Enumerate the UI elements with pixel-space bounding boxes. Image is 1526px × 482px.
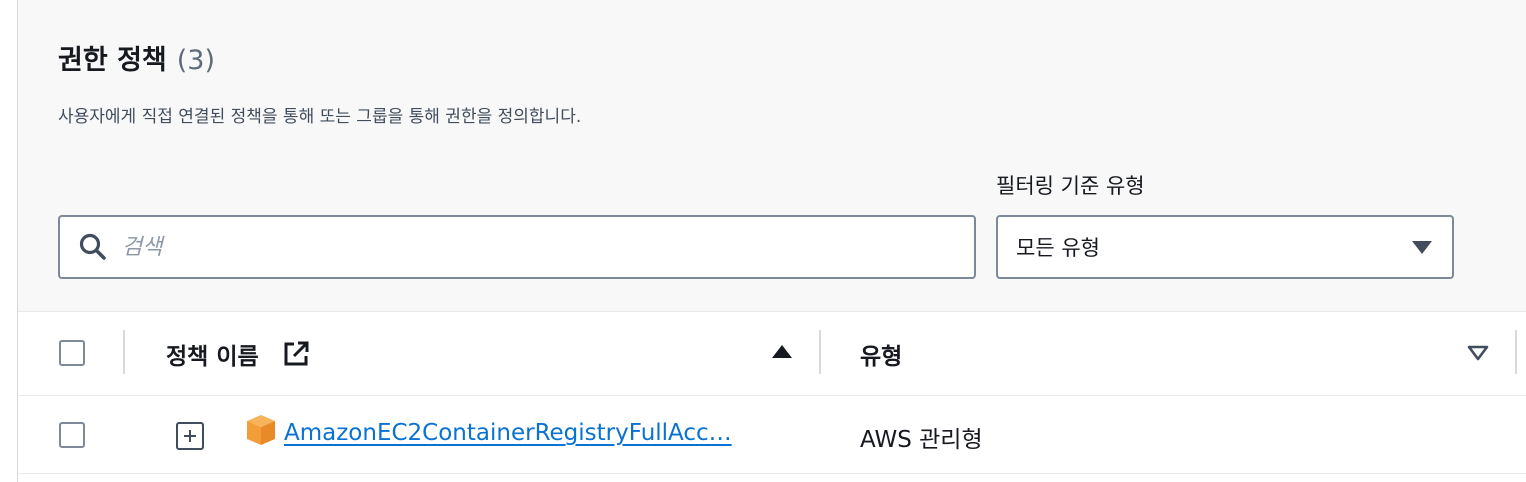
column-header-policy-name[interactable]: 정책 이름 xyxy=(166,312,818,396)
policy-count: (3) xyxy=(176,45,216,76)
table-header: 정책 이름 유형 xyxy=(18,312,1526,396)
filter-selected-value: 모든 유형 xyxy=(1016,236,1100,260)
section-title: 권한 정책 xyxy=(58,45,167,76)
search-icon xyxy=(78,232,108,262)
filter-type-select[interactable]: 모든 유형 xyxy=(996,215,1454,279)
column-label-policy-name: 정책 이름 xyxy=(166,344,259,370)
column-header-type[interactable]: 유형 xyxy=(860,312,1500,396)
filter-type-label: 필터링 기준 유형 xyxy=(996,174,1145,198)
title-row: 권한 정책 (3) xyxy=(58,38,215,77)
expand-row-icon[interactable] xyxy=(176,422,204,450)
column-divider xyxy=(123,330,125,374)
row-checkbox[interactable] xyxy=(59,422,85,448)
left-rail xyxy=(0,0,18,482)
caret-down-icon xyxy=(1412,240,1432,254)
column-divider xyxy=(819,330,821,374)
policy-type-cell: AWS 관리형 xyxy=(860,427,983,453)
sort-ascending-icon[interactable] xyxy=(772,345,792,358)
column-label-type: 유형 xyxy=(860,344,903,370)
policy-name-link[interactable]: AmazonEC2ContainerRegistryFullAcc… xyxy=(284,420,732,446)
permissions-policies-panel: 권한 정책 (3) 사용자에게 직접 연결된 정책을 통해 또는 그룹을 통해 … xyxy=(18,0,1526,482)
column-divider xyxy=(1515,330,1517,374)
select-all-checkbox[interactable] xyxy=(59,340,85,366)
panel-header: 권한 정책 (3) 사용자에게 직접 연결된 정책을 통해 또는 그룹을 통해 … xyxy=(18,0,1526,312)
sort-unsorted-icon[interactable] xyxy=(1466,344,1490,366)
table-row: AmazonEC2ContainerRegistryFullAcc… AWS 관… xyxy=(18,396,1526,474)
search-input[interactable] xyxy=(122,227,942,267)
aws-managed-cube-icon xyxy=(244,413,278,447)
search-box[interactable] xyxy=(58,215,976,279)
external-link-icon[interactable] xyxy=(282,340,310,368)
section-description: 사용자에게 직접 연결된 정책을 통해 또는 그룹을 통해 권한을 정의합니다. xyxy=(58,107,582,127)
